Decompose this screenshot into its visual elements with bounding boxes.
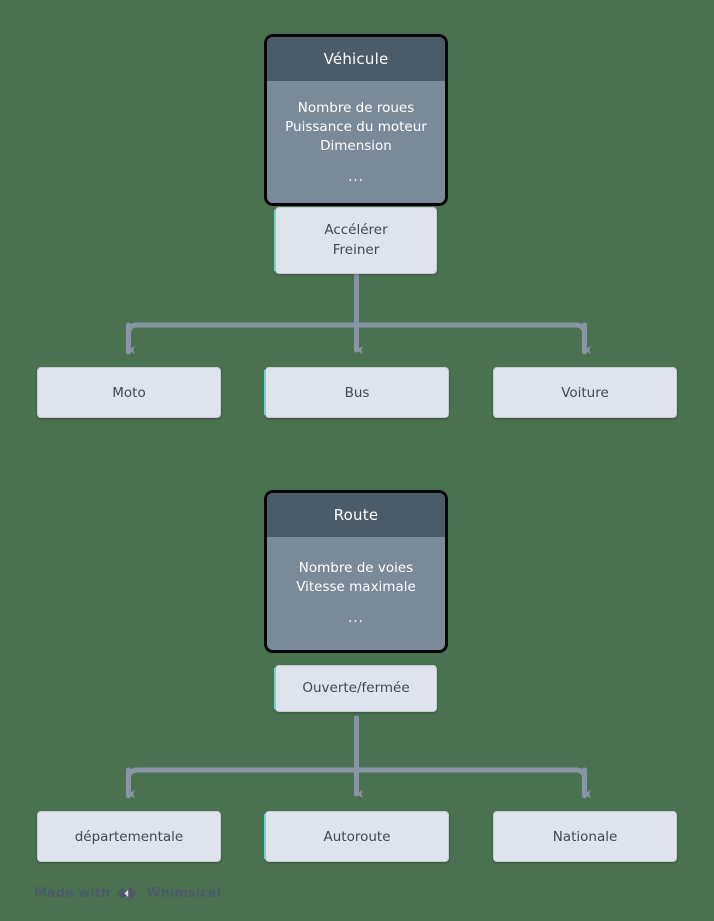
operation-item: Freiner [332, 242, 380, 258]
class-title-vehicule: Véhicule [267, 37, 445, 81]
subclass-box-moto[interactable]: Moto [37, 367, 221, 418]
class-attributes-vehicule: Nombre de roues Puissance du moteur Dime… [267, 81, 445, 203]
operation-item: Accélérer [324, 222, 388, 238]
inheritance-connector-route [126, 715, 592, 799]
subclass-label: Moto [112, 384, 146, 401]
class-frame: Route Nombre de voies Vitesse maximale .… [264, 490, 448, 653]
subclass-box-autoroute[interactable]: Autoroute [264, 811, 449, 862]
watermark-brand: Whimsical [146, 885, 222, 901]
inheritance-connector-vehicule [126, 270, 592, 355]
watermark-prefix: Made with [34, 885, 111, 901]
subclass-box-voiture[interactable]: Voiture [493, 367, 677, 418]
class-operations-vehicule[interactable]: Accélérer Freiner [274, 207, 437, 274]
subclass-label: Voiture [561, 384, 609, 401]
class-attributes-route: Nombre de voies Vitesse maximale ... [267, 537, 445, 650]
class-box-route[interactable]: Route Nombre de voies Vitesse maximale .… [264, 490, 448, 712]
attribute-ellipsis: ... [348, 610, 364, 626]
subclass-label: départementale [74, 828, 184, 845]
attribute-item: Nombre de voies [298, 560, 414, 576]
operation-item: Ouverte/fermée [302, 680, 410, 696]
attribute-item: Nombre de roues [297, 100, 415, 116]
whimsical-watermark[interactable]: Made with Whimsical [34, 884, 221, 902]
whimsical-diamond-logo [117, 887, 137, 900]
class-frame: Véhicule Nombre de roues Puissance du mo… [264, 34, 448, 206]
class-title-route: Route [267, 493, 445, 537]
attribute-item: Dimension [320, 138, 392, 154]
class-operations-route[interactable]: Ouverte/fermée [274, 665, 437, 712]
subclass-box-departementale[interactable]: départementale [37, 811, 221, 862]
subclass-label: Autoroute [323, 828, 391, 845]
subclass-label: Nationale [552, 828, 618, 845]
attribute-item: Puissance du moteur [285, 119, 427, 135]
subclass-box-nationale[interactable]: Nationale [493, 811, 677, 862]
attribute-item: Vitesse maximale [296, 579, 416, 595]
subclass-label: Bus [344, 384, 370, 401]
class-box-vehicule[interactable]: Véhicule Nombre de roues Puissance du mo… [264, 34, 448, 274]
subclass-box-bus[interactable]: Bus [264, 367, 449, 418]
attribute-ellipsis: ... [348, 169, 364, 185]
